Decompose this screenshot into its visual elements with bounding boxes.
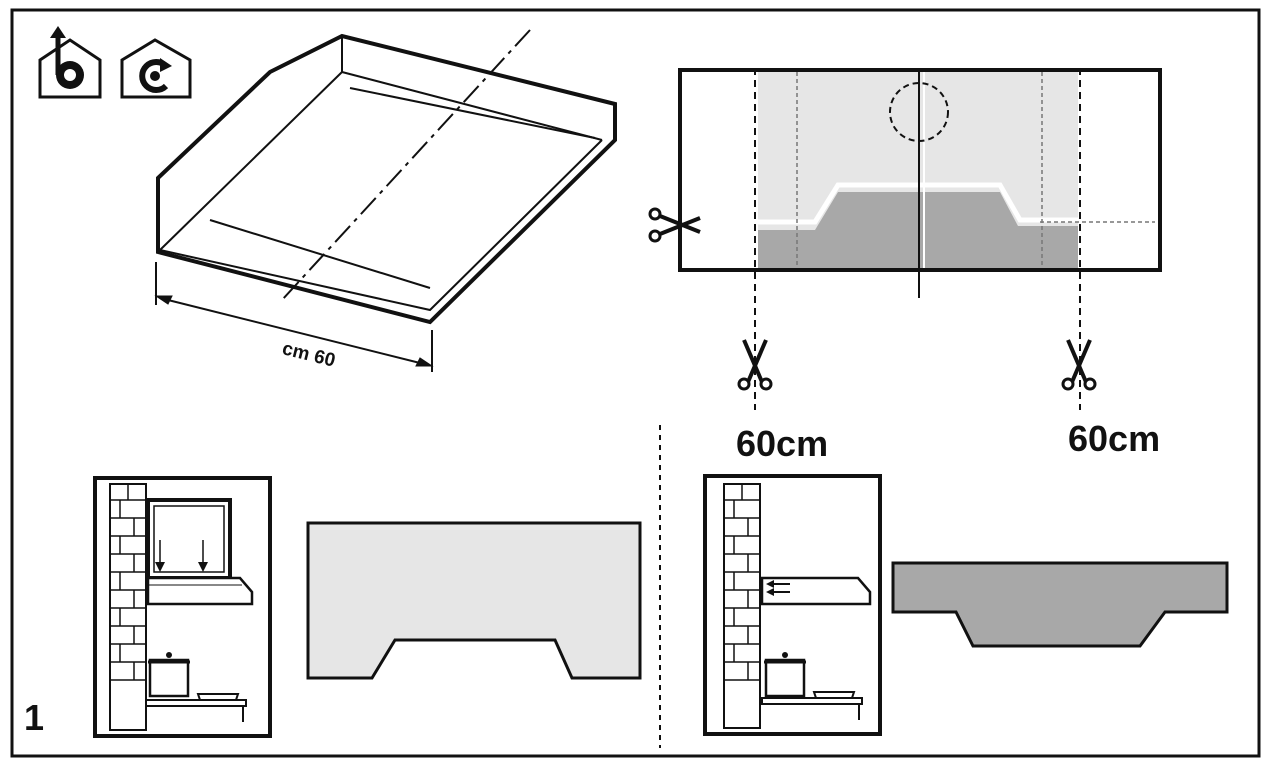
hood-filter-sheet-3d [156,29,617,325]
filter-shape-light [306,521,642,680]
scissors-side-icon [648,207,701,243]
filter-shape-dark [891,561,1229,648]
recirculation-icon [120,38,192,99]
width-dimension-label: cm 60 [280,338,337,371]
outer-frame [10,8,1261,758]
cut-label-left: 60cm [736,423,828,464]
cut-label-right: 60cm [1068,418,1160,459]
figure-number: 1 [24,697,44,738]
kitchen-scene-ducted [93,476,272,738]
width-dimension [154,262,434,372]
kitchen-scene-recirculation [703,474,882,736]
ducted-extraction-icon [38,26,102,99]
scissors-right-icon [1061,339,1097,391]
scissors-left-icon [737,339,773,391]
cutting-template-panel [678,68,1162,410]
